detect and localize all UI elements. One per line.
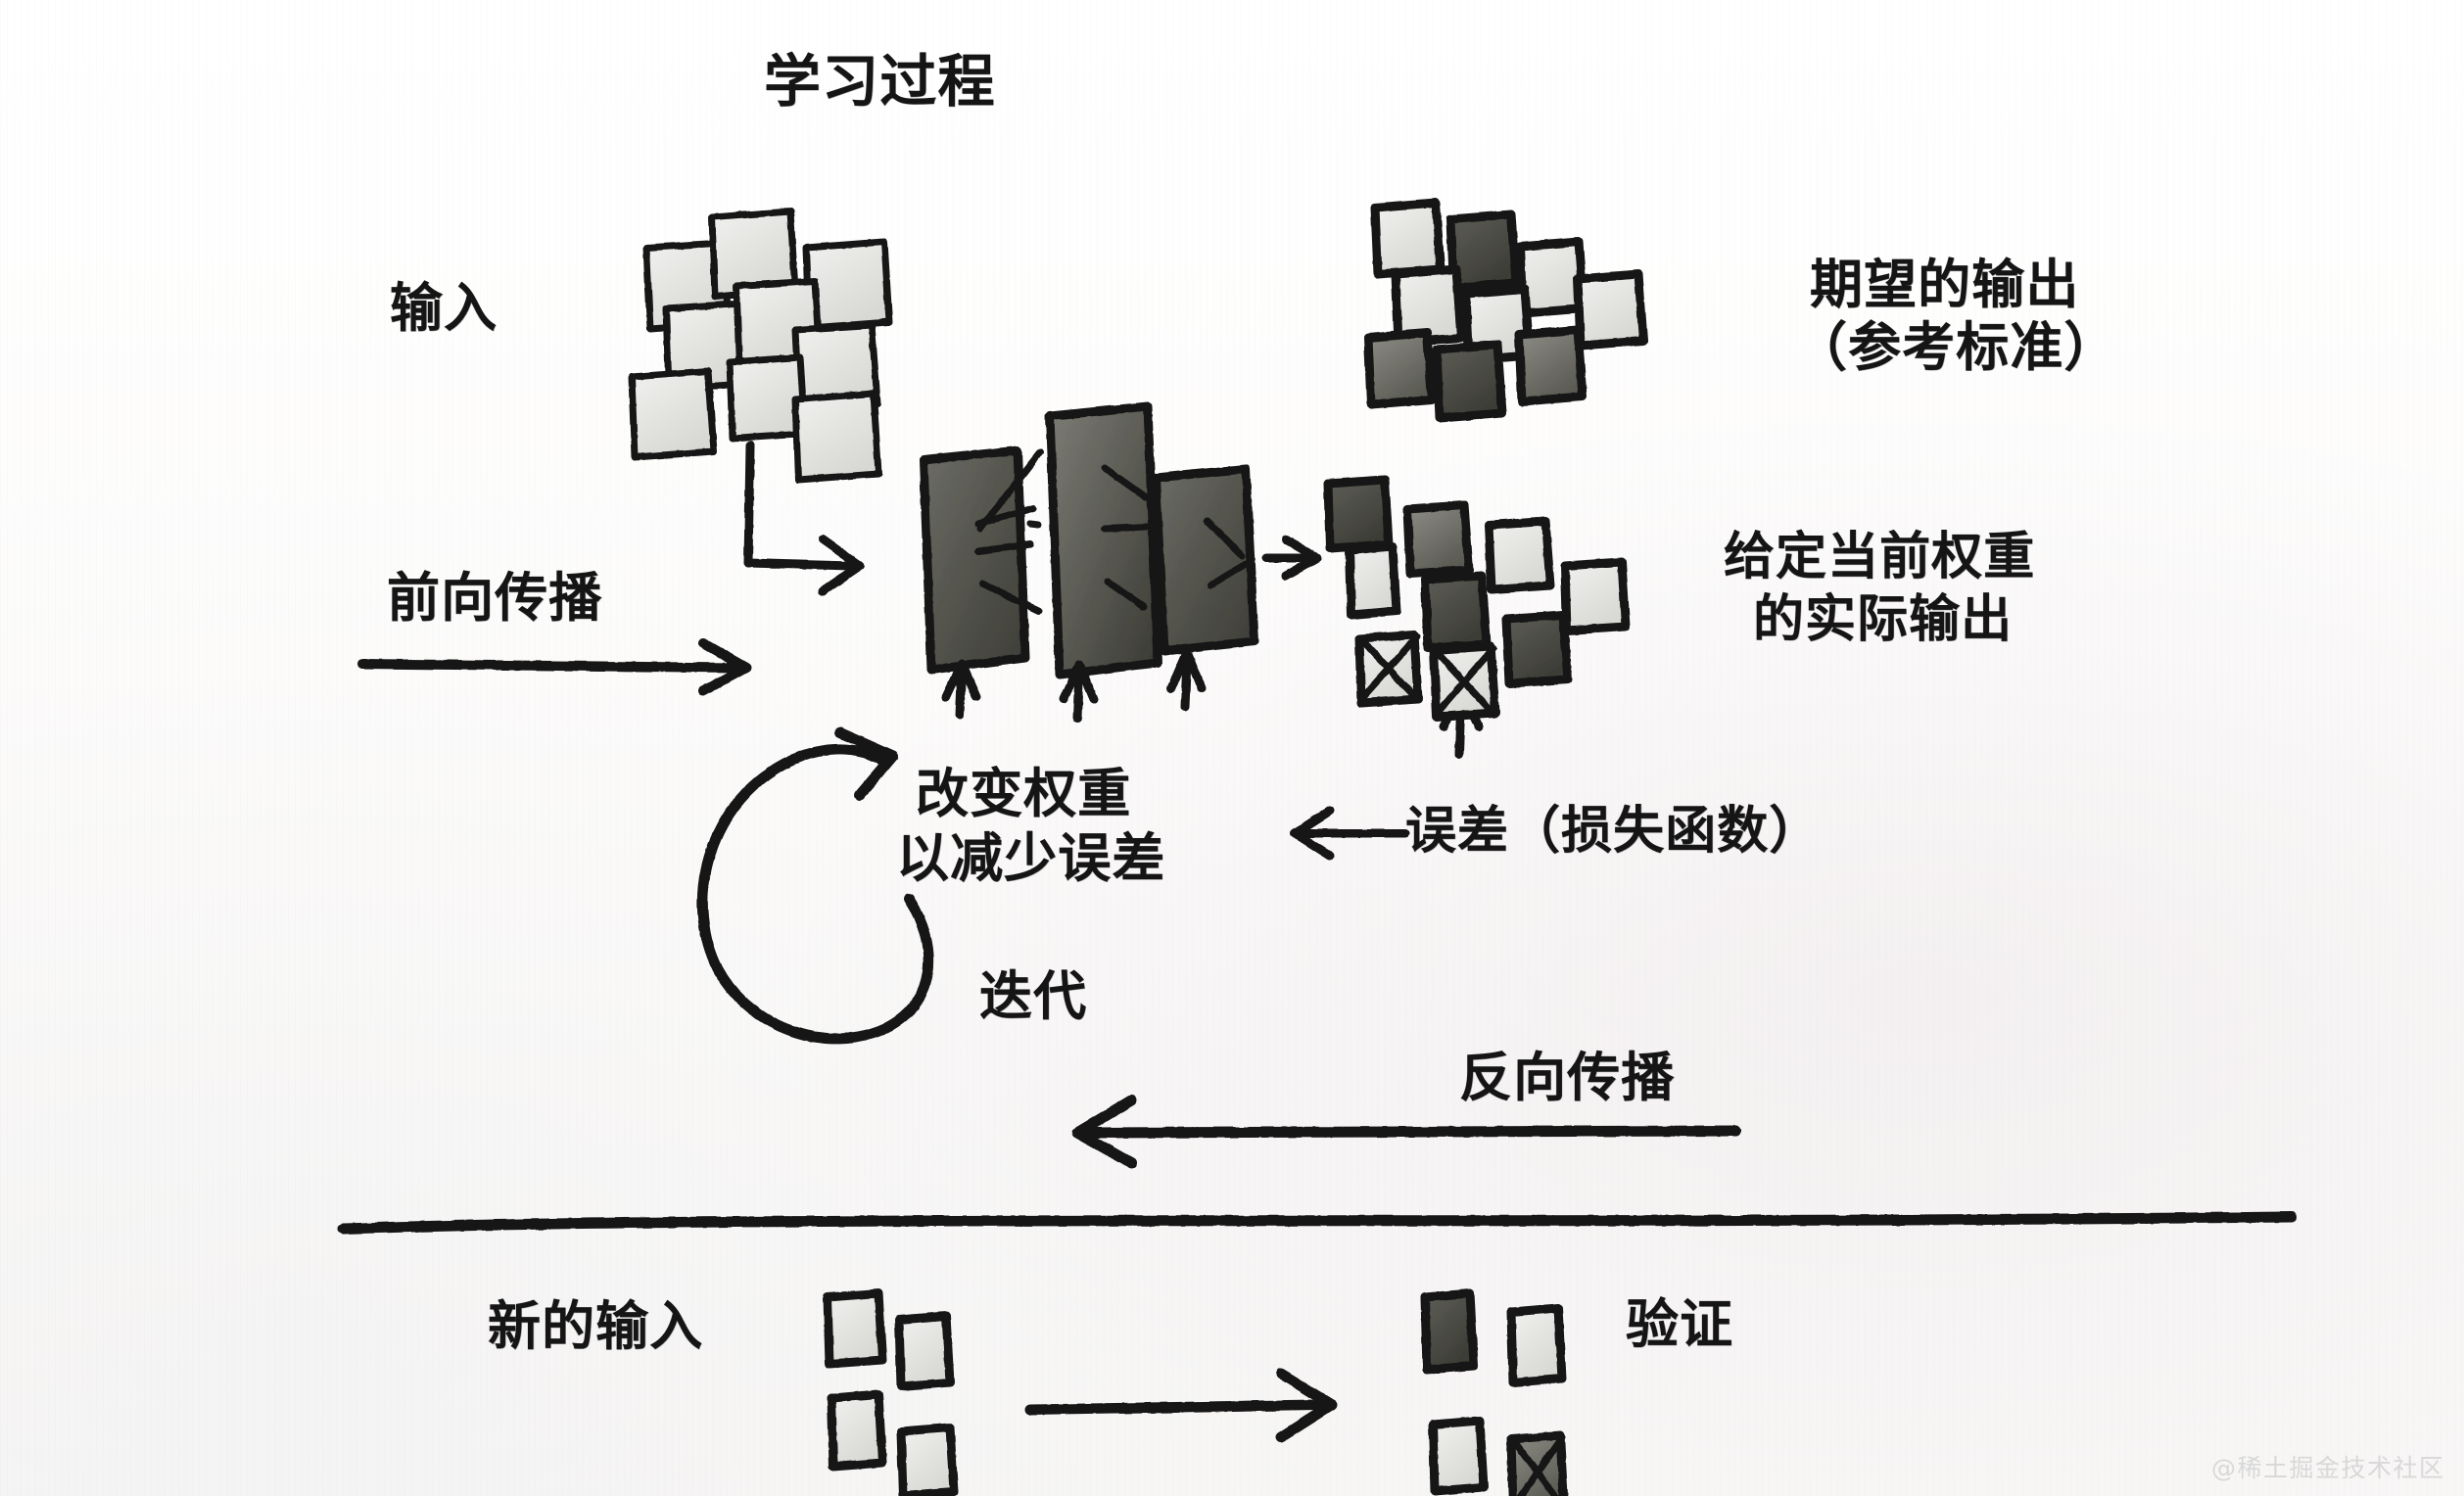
actual-output-square-group [1323, 475, 1631, 722]
label-new-input: 新的输入 [488, 1295, 704, 1357]
expected-output-square-group [1363, 198, 1648, 423]
iteration-loop-arrow [696, 726, 934, 1045]
error-left-arrow [1290, 806, 1410, 861]
label-change-weights-line1: 改变权重 [916, 763, 1132, 824]
network-to-output-arrow [1261, 535, 1322, 581]
input-square-group [628, 208, 893, 484]
label-expected-output-line2: （参考标准） [1794, 316, 2118, 378]
label-backward-propagation: 反向传播 [1459, 1047, 1676, 1108]
weight-update-arrows [941, 647, 1207, 723]
label-actual-output-line2: 的实际输出 [1753, 590, 2014, 649]
label-forward-propagation: 前向传播 [387, 567, 603, 629]
label-expected-output-line1: 期望的输出 [1810, 254, 2080, 315]
forward-propagation-arrow [357, 638, 751, 696]
network-layer-bars [919, 401, 1259, 679]
page-title: 学习过程 [764, 48, 996, 115]
network-connection-lines [974, 448, 1250, 615]
label-actual-output-line1: 给定当前权重 [1724, 528, 2036, 586]
label-error-loss: 误差（损失函数） [1405, 802, 1822, 861]
label-validation: 验证 [1626, 1293, 1734, 1355]
input-to-network-arrow [743, 441, 865, 596]
validation-output-square-group [1420, 1288, 1569, 1496]
section-divider [337, 1211, 2298, 1235]
validation-error-marked-square [1506, 1430, 1569, 1496]
watermark: @稀土掘金技术社区 [2211, 1454, 2445, 1482]
validation-arrow [1024, 1368, 1338, 1443]
label-input: 输入 [390, 277, 498, 339]
error-up-arrow [1439, 684, 1484, 759]
error-marked-square-a [1354, 630, 1423, 708]
label-iteration: 迭代 [979, 965, 1088, 1027]
validation-input-square-group [823, 1288, 959, 1496]
error-marked-square-b [1429, 641, 1500, 722]
label-change-weights-line2: 以减少误差 [896, 827, 1166, 889]
